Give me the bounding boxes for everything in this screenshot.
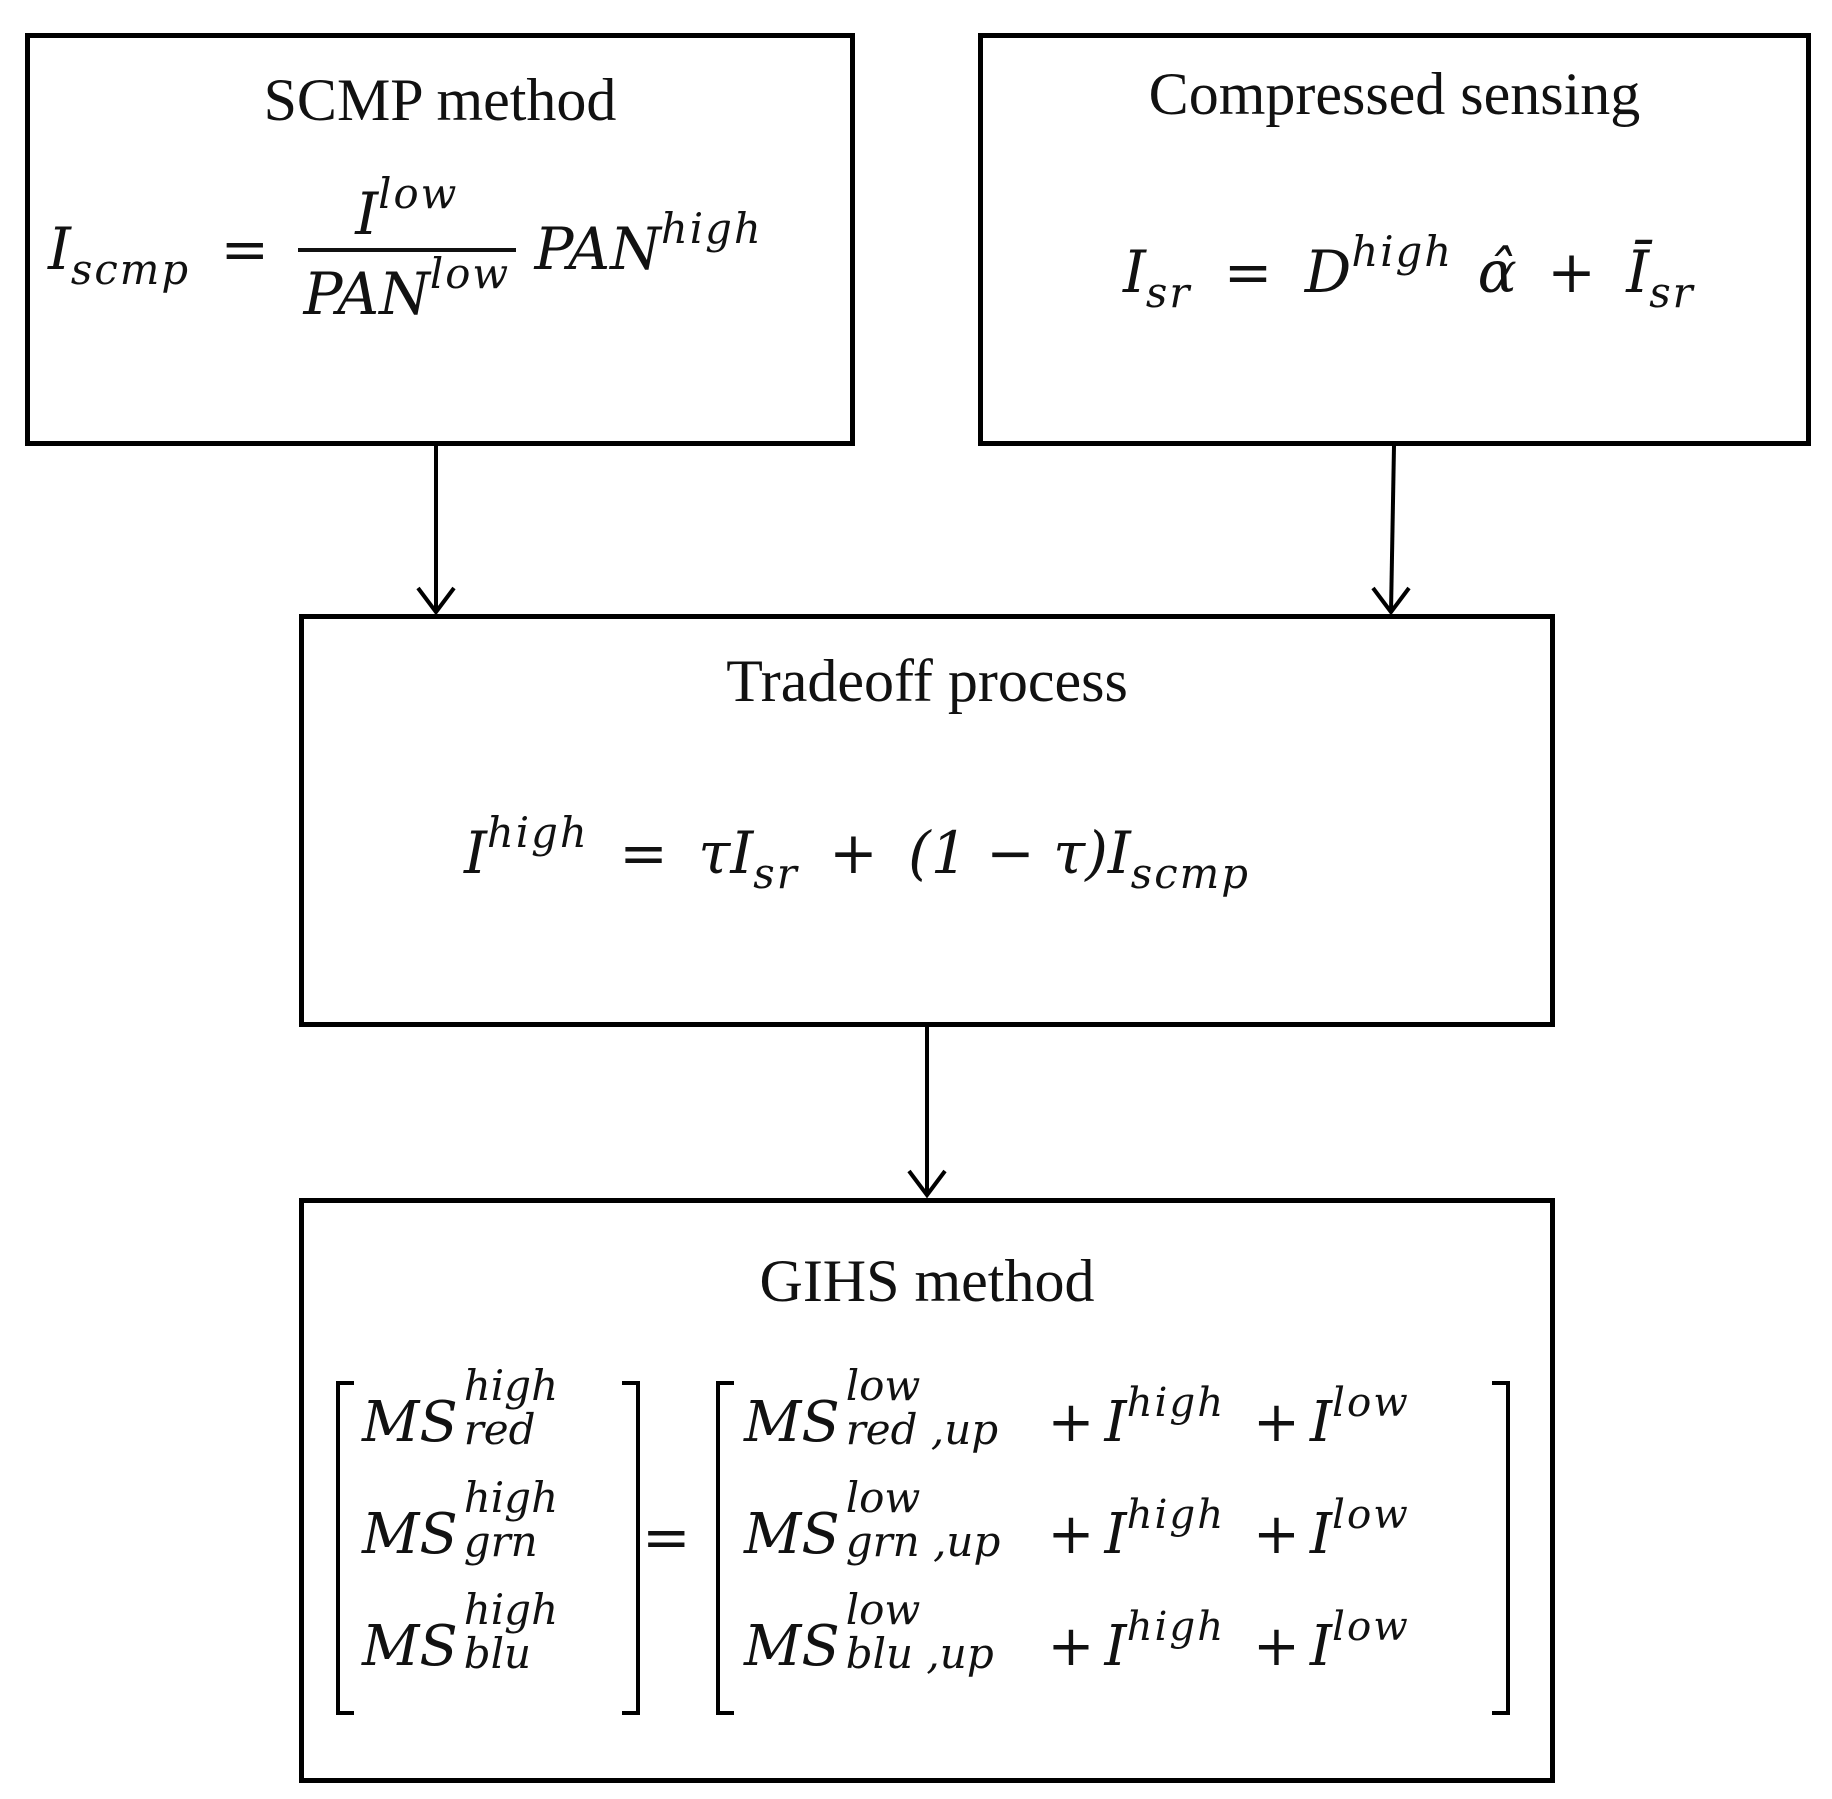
equals-sign: = <box>1223 238 1273 306</box>
scmp-fraction: Ilow PANlow <box>297 173 517 328</box>
compressed-sensing-box: Compressed sensing Isr = Dhigh α̂ + Īsr <box>978 33 1811 446</box>
scmp-method-title: SCMP method <box>263 67 617 133</box>
right-matrix-brackets <box>716 1381 1510 1715</box>
tradeoff-process-box: Tradeoff process Ihigh = τIsr + (1 − τ)I… <box>299 614 1555 1027</box>
gihs-equals-sign: = <box>642 1503 691 1571</box>
plus-sign: + <box>829 819 878 887</box>
tradeoff-equation: Ihigh = τIsr + (1 − τ)Iscmp <box>464 808 1250 899</box>
arrow-tradeoff-to-gihs <box>907 1027 947 1199</box>
left-matrix-brackets <box>336 1381 640 1715</box>
arrow-scmp-to-tradeoff <box>416 446 456 616</box>
cs-equation: Isr = Dhigh α̂ + Īsr <box>1123 227 1695 318</box>
scmp-method-box: SCMP method Iscmp = Ilow PANlow PANhigh <box>25 33 855 446</box>
scmp-equation: Iscmp = Ilow PANlow PANhigh <box>48 173 763 328</box>
gihs-method-title: GIHS method <box>759 1248 1095 1314</box>
compressed-sensing-title: Compressed sensing <box>1148 61 1641 127</box>
scmp-lhs: Iscmp <box>48 215 191 295</box>
equals-sign: = <box>619 819 668 887</box>
plus-sign: + <box>1547 238 1596 306</box>
scmp-pan-high: PANhigh <box>534 204 763 284</box>
alpha-hat: α̂ <box>1477 238 1517 306</box>
arrow-cs-to-tradeoff <box>1371 445 1411 616</box>
tradeoff-process-title: Tradeoff process <box>726 648 1128 714</box>
equals-sign: = <box>220 215 270 284</box>
